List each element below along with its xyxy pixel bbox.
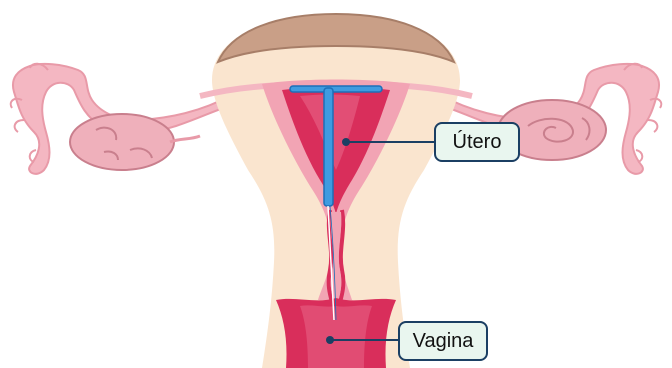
utero-label: Útero (434, 122, 520, 162)
vagina-label: Vagina (398, 321, 488, 361)
